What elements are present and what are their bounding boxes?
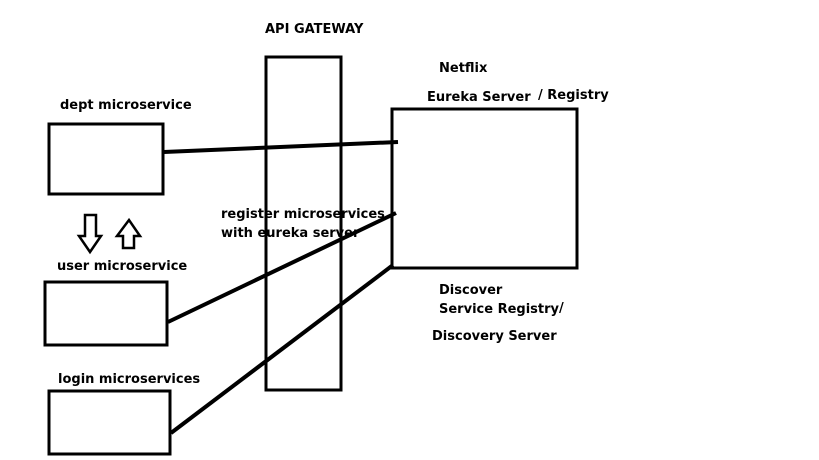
dept-to-eureka-connector (163, 140, 399, 154)
discovery-server-label: Discovery Server (432, 329, 557, 344)
api-gateway-box (264, 55, 343, 392)
up-arrow-icon (114, 217, 143, 250)
discover-label: Discover (439, 283, 503, 298)
slash-label: / (559, 301, 564, 316)
user-microservice-box (43, 280, 169, 347)
login-microservices-label: login microservices (58, 372, 201, 387)
login-microservice-box (47, 389, 172, 456)
dept-microservice-box (47, 122, 165, 196)
api-gateway-label: API GATEWAY (265, 22, 364, 37)
login-to-eureka-connector (169, 263, 395, 435)
eureka-server-label: Eureka Server (427, 90, 531, 105)
user-microservice-label: user microservice (57, 259, 188, 274)
register-label-line1: register microservices (221, 207, 385, 222)
service-registry-label: Service Registry (439, 302, 559, 317)
eureka-server-box (390, 107, 579, 270)
registry-label: / Registry (538, 88, 609, 103)
down-arrow-icon (76, 213, 104, 255)
user-to-eureka-connector (167, 211, 397, 324)
register-label-line2: with eureka server (221, 226, 360, 241)
dept-microservice-label: dept microservice (60, 98, 192, 113)
netflix-label: Netflix (439, 61, 488, 76)
